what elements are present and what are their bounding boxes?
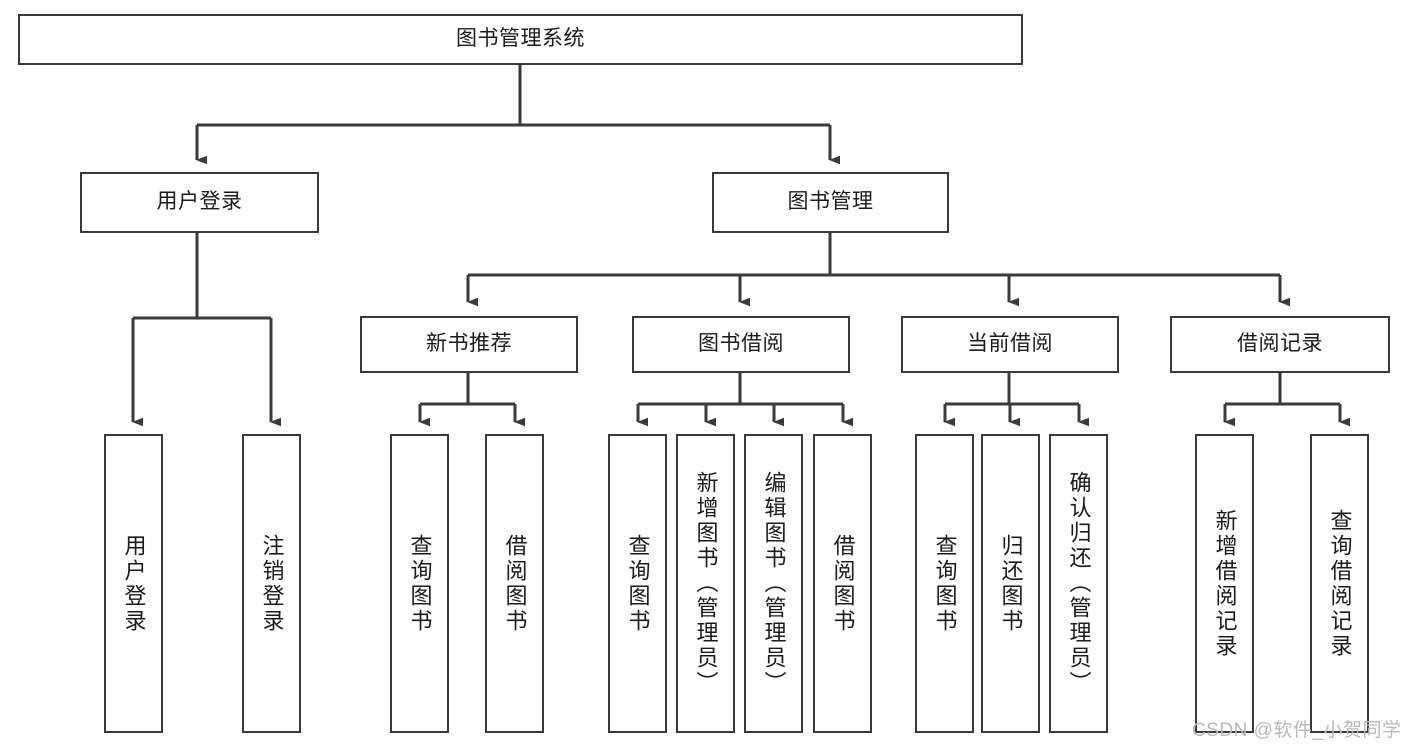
node-user-login-label: 用户登录 xyxy=(156,190,243,214)
node-leaf-borrow-book-2[interactable]: 借阅图书 xyxy=(813,434,872,733)
node-user-login[interactable]: 用户登录 xyxy=(80,172,319,233)
node-book-borrow[interactable]: 图书借阅 xyxy=(632,316,850,373)
node-leaf-borrow-book-2-label: 借阅图书 xyxy=(830,533,856,634)
node-leaf-return-book-label: 归还图书 xyxy=(998,533,1024,634)
node-leaf-query-record[interactable]: 查询借阅记录 xyxy=(1310,434,1369,733)
node-book-borrow-label: 图书借阅 xyxy=(698,332,784,356)
node-root[interactable]: 图书管理系统 xyxy=(18,14,1023,65)
watermark-text: CSDN @软件_小贺同学 xyxy=(1192,720,1402,741)
node-leaf-borrow-book-1-label: 借阅图书 xyxy=(502,533,528,634)
node-leaf-return-book[interactable]: 归还图书 xyxy=(981,434,1040,733)
node-leaf-confirm-return[interactable]: 确认归还（管理员） xyxy=(1049,434,1108,733)
node-leaf-query-book-1-label: 查询图书 xyxy=(407,533,433,634)
node-leaf-borrow-book-1[interactable]: 借阅图书 xyxy=(485,434,544,733)
node-leaf-query-record-label: 查询借阅记录 xyxy=(1327,508,1353,659)
node-leaf-query-book-3-label: 查询图书 xyxy=(932,533,958,634)
node-new-book-recommend-label: 新书推荐 xyxy=(426,332,512,356)
node-root-label: 图书管理系统 xyxy=(456,27,585,51)
node-leaf-add-book-label: 新增图书（管理员） xyxy=(693,471,719,696)
node-leaf-query-book-2-label: 查询图书 xyxy=(625,533,651,634)
node-leaf-add-record[interactable]: 新增借阅记录 xyxy=(1195,434,1254,733)
node-leaf-user-login[interactable]: 用户登录 xyxy=(104,434,163,733)
node-borrow-record[interactable]: 借阅记录 xyxy=(1170,316,1390,373)
node-leaf-confirm-return-label: 确认归还（管理员） xyxy=(1066,471,1092,696)
node-borrow-record-label: 借阅记录 xyxy=(1237,332,1323,356)
node-leaf-query-book-1[interactable]: 查询图书 xyxy=(390,434,449,733)
node-book-manage-label: 图书管理 xyxy=(787,190,874,214)
node-leaf-logout[interactable]: 注销登录 xyxy=(242,434,301,733)
node-leaf-edit-book[interactable]: 编辑图书（管理员） xyxy=(744,434,803,733)
node-current-borrow-label: 当前借阅 xyxy=(967,332,1053,356)
node-book-manage[interactable]: 图书管理 xyxy=(712,172,949,233)
node-leaf-query-book-2[interactable]: 查询图书 xyxy=(608,434,667,733)
node-leaf-user-login-label: 用户登录 xyxy=(121,533,147,634)
node-leaf-add-book[interactable]: 新增图书（管理员） xyxy=(676,434,735,733)
node-new-book-recommend[interactable]: 新书推荐 xyxy=(360,316,578,373)
node-leaf-logout-label: 注销登录 xyxy=(259,533,285,634)
node-leaf-add-record-label: 新增借阅记录 xyxy=(1212,508,1238,659)
node-leaf-edit-book-label: 编辑图书（管理员） xyxy=(761,471,787,696)
node-leaf-query-book-3[interactable]: 查询图书 xyxy=(915,434,974,733)
node-current-borrow[interactable]: 当前借阅 xyxy=(901,316,1119,373)
